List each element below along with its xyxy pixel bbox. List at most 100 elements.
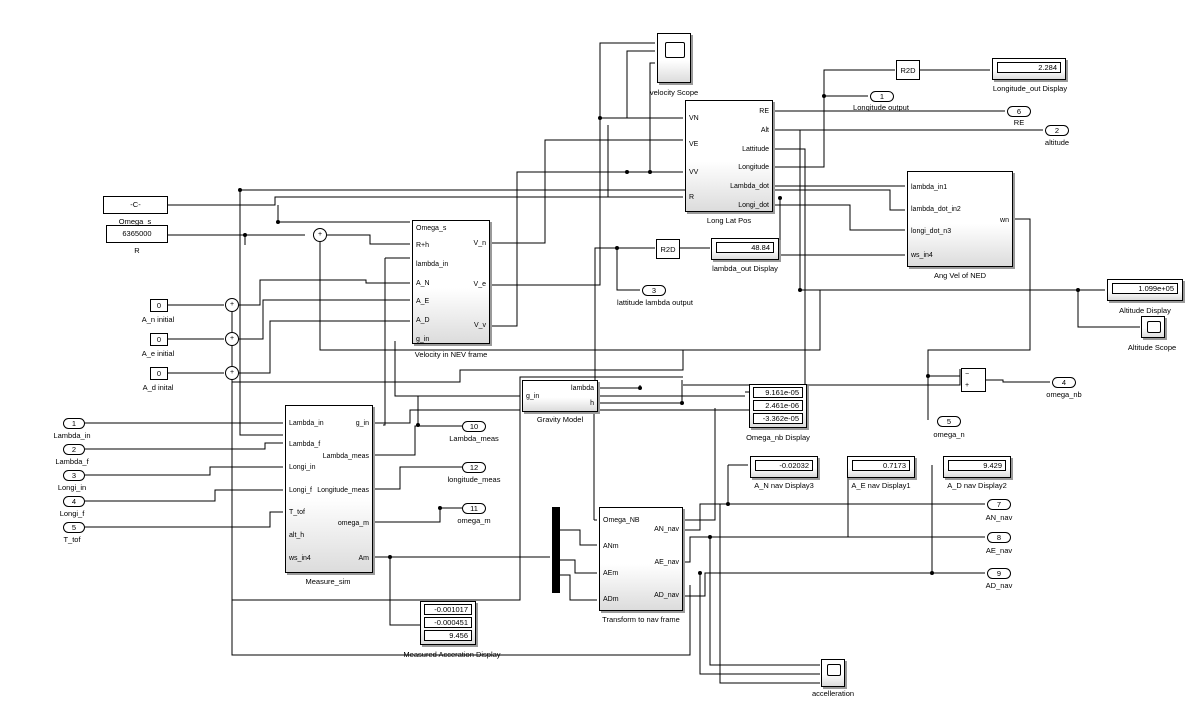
port-ms-longitude-meas: Longitude_meas [317, 487, 369, 494]
port-ws-in4: ws_in4 [911, 252, 933, 259]
ad-initial-value: 0 [156, 369, 162, 378]
lambda-display-value: 48.84 [716, 242, 774, 253]
longitude-display-value: 2.284 [997, 62, 1061, 73]
port-gravity-g-in: g_in [526, 393, 540, 400]
ad-display-block[interactable]: 9.429 [943, 456, 1011, 478]
port-longi-dot-n3: longi_dot_n3 [911, 228, 952, 235]
sum-rh-block[interactable]: + [313, 228, 327, 242]
port-r-h: R+h [416, 242, 430, 249]
port-gravity-lambda: lambda [571, 385, 594, 392]
omega-s-const-block[interactable]: -C- [103, 196, 168, 214]
outport-10-label: Lambda_meas [449, 434, 499, 443]
outport-6[interactable]: 6 [1007, 106, 1031, 117]
outport-1[interactable]: 1 [870, 91, 894, 102]
inport-2-label: Lambda_f [55, 457, 89, 466]
inport-2[interactable]: 2 [63, 444, 85, 455]
inport-1[interactable]: 1 [63, 418, 85, 429]
outport-6-label: RE [1013, 118, 1025, 127]
port-ms-t-tof: T_tof [289, 509, 305, 516]
long-lat-pos-block[interactable]: VN VE VV R RE Alt Lattitude Longitude La… [685, 100, 773, 212]
omega-sum-block[interactable]: − + [961, 368, 986, 392]
outport-8[interactable]: 8 [987, 532, 1011, 543]
ae-initial-block[interactable]: 0 [150, 333, 168, 346]
mux-block[interactable] [552, 507, 560, 593]
measure-sim-block[interactable]: Lambda_in Lambda_f Longi_in Longi_f T_to… [285, 405, 373, 573]
an-initial-block[interactable]: 0 [150, 299, 168, 312]
port-re: RE [759, 108, 769, 115]
port-vn: VN [689, 115, 699, 122]
port-g-in: g_in [416, 336, 430, 343]
inport-5-label: T_tof [63, 535, 81, 544]
r-const-block[interactable]: 6365000 [106, 225, 168, 243]
port-lambda-dot: Lambda_dot [730, 183, 769, 190]
ae-display-value: 0.7173 [852, 460, 910, 471]
measured-accel-display-caption: Measured Acceration Display [403, 650, 501, 659]
port-lattitude: Lattitude [742, 146, 769, 153]
sum-ae-block[interactable]: + [225, 332, 239, 346]
port-lambda-dot-in2: lambda_dot_in2 [911, 206, 961, 213]
measure-sim-caption: Measure_sim [305, 577, 351, 586]
altitude-scope-block[interactable] [1141, 316, 1165, 338]
omega-nb-display-caption: Omega_nb Display [746, 433, 810, 442]
omega-nb-value-1: 9.161e-05 [753, 387, 803, 398]
measured-accel-display-block[interactable]: -0.001017 -0.000451 9.456 [420, 601, 476, 645]
inport-4-label: Longi_f [59, 509, 85, 518]
port-ms-omega-m: omega_m [337, 520, 369, 527]
inport-4[interactable]: 4 [63, 496, 85, 507]
r-const-caption: R [134, 246, 140, 255]
outport-4[interactable]: 4 [1052, 377, 1076, 388]
omega-nb-display-block[interactable]: 9.161e-05 2.461e-06 -3.362e-05 [749, 384, 807, 428]
omega-nb-value-3: -3.362e-05 [753, 413, 803, 424]
outport-9[interactable]: 9 [987, 568, 1011, 579]
outport-12[interactable]: 12 [462, 462, 486, 473]
altitude-display-block[interactable]: 1.099e+05 [1107, 279, 1183, 301]
ang-vel-ned-block[interactable]: lambda_in1 lambda_dot_in2 longi_dot_n3 w… [907, 171, 1013, 267]
accel-scope-block[interactable] [821, 659, 845, 687]
port-v-v: V_v [473, 322, 486, 329]
outport-7-label: AN_nav [985, 513, 1013, 522]
outport-5[interactable]: 5 [937, 416, 961, 427]
port-ms-longi-f: Longi_f [289, 487, 312, 494]
port-longitude: Longitude [738, 164, 769, 171]
port-v-e: V_e [473, 281, 486, 288]
measured-accel-value-1: -0.001017 [424, 604, 472, 615]
port-aem: AEm [603, 570, 619, 577]
port-anm: ANm [603, 543, 619, 550]
outport-11[interactable]: 11 [462, 503, 486, 514]
velocity-nev-block[interactable]: Omega_s R+h lambda_in A_N A_E A_D g_in V… [412, 220, 490, 344]
sum-ad-block[interactable]: + [225, 366, 239, 380]
ae-display-block[interactable]: 0.7173 [847, 456, 915, 478]
ae-display-caption: A_E nav Display1 [851, 481, 911, 490]
sum-an-block[interactable]: + [225, 298, 239, 312]
inport-3[interactable]: 3 [63, 470, 85, 481]
accel-scope-caption: accelleration [811, 689, 855, 698]
longitude-display-block[interactable]: 2.284 [992, 58, 1066, 80]
an-display-block[interactable]: -0.02032 [750, 456, 818, 478]
omega-s-caption: Omega_s [118, 217, 152, 226]
gravity-model-block[interactable]: g_in lambda h [522, 380, 598, 412]
outport-4-label: omega_nb [1046, 390, 1082, 399]
port-v-n: V_n [473, 240, 486, 247]
outport-10[interactable]: 10 [462, 421, 486, 432]
r2d-top-block[interactable]: R2D [896, 60, 920, 80]
port-an-nav: AN_nav [654, 526, 679, 533]
outport-3[interactable]: 3 [642, 285, 666, 296]
omega-nb-value-2: 2.461e-06 [753, 400, 803, 411]
outport-7[interactable]: 7 [987, 499, 1011, 510]
lambda-display-block[interactable]: 48.84 [711, 238, 779, 260]
velocity-scope-block[interactable] [657, 33, 691, 83]
transform-nav-block[interactable]: Omega_NB ANm AEm ADm AN_nav AE_nav AD_na… [599, 507, 683, 611]
r2d-mid-block[interactable]: R2D [656, 239, 680, 259]
r2d-top-label: R2D [900, 66, 916, 75]
port-ms-g-in: g_in [355, 420, 369, 427]
outport-2[interactable]: 2 [1045, 125, 1069, 136]
outport-2-label: altitude [1044, 138, 1070, 147]
inport-5[interactable]: 5 [63, 522, 85, 533]
ad-initial-block[interactable]: 0 [150, 367, 168, 380]
port-ae-nav: AE_nav [654, 559, 679, 566]
port-lambda-in: lambda_in [416, 261, 449, 268]
port-ve: VE [689, 141, 699, 148]
lambda-display-caption: lambda_out Display [712, 264, 778, 273]
measured-accel-value-2: -0.000451 [424, 617, 472, 628]
